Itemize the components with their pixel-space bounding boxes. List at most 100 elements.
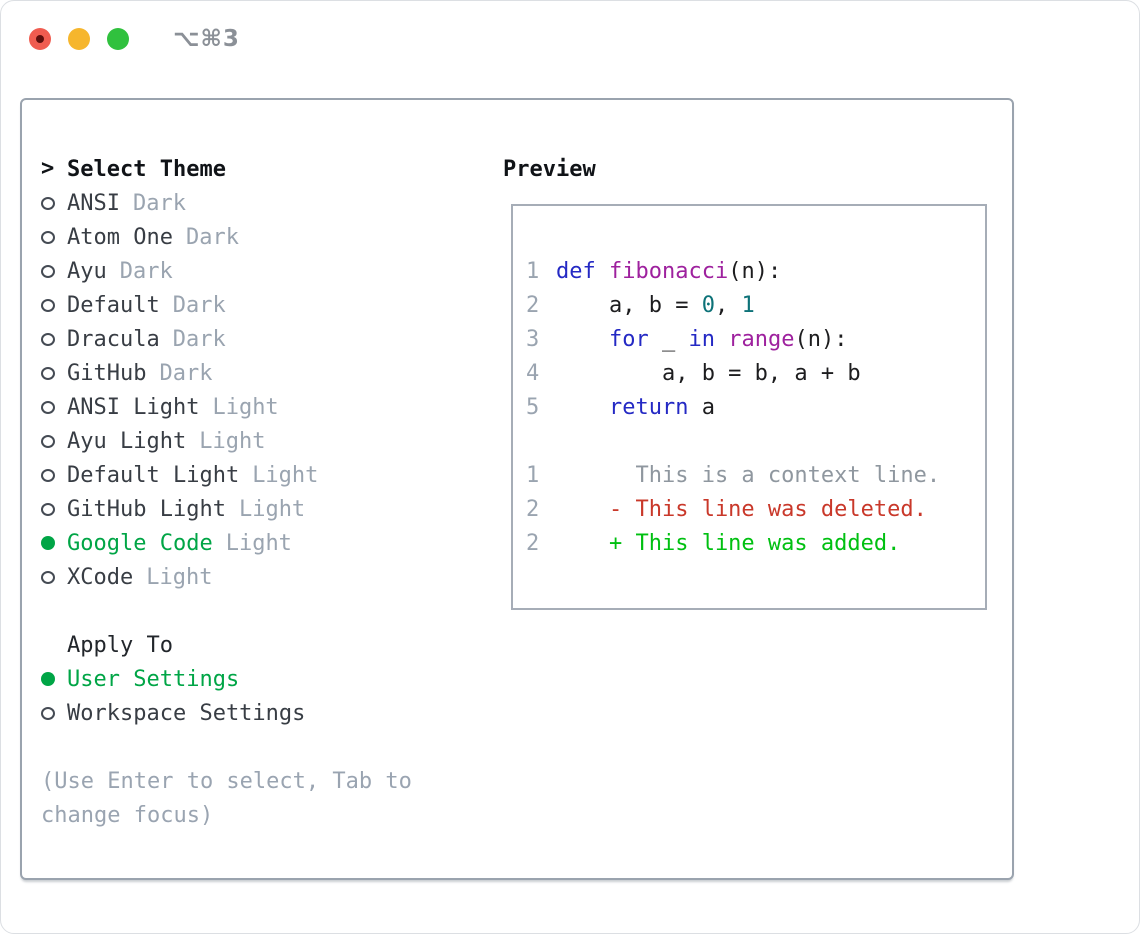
- code-text: a, b = 0, 1: [556, 293, 755, 318]
- theme-variant-label: Dark: [185, 224, 239, 250]
- diff-line-added: 2 + This line was added.: [526, 526, 985, 560]
- theme-option-ayu-light-light[interactable]: Ayu Light Light: [41, 424, 412, 458]
- radio-icon: [41, 230, 55, 244]
- theme-name-label: Default Light: [67, 462, 240, 488]
- token-plain: [556, 395, 609, 420]
- line-number: 1: [526, 462, 540, 488]
- theme-name-label: Atom One: [67, 224, 173, 250]
- theme-variant-label: Light: [225, 530, 292, 556]
- apply-to-header: Apply To: [41, 628, 412, 662]
- code-line-2: 2 a, b = 0, 1: [526, 288, 985, 322]
- token-keyword: return: [608, 394, 689, 420]
- code-text: a, b = b, a + b: [556, 361, 861, 386]
- spacer: [41, 594, 412, 628]
- minimize-button[interactable]: [68, 28, 90, 50]
- radio-icon: [41, 468, 55, 482]
- radio-icon: [41, 570, 55, 584]
- code-line-3: 3 for _ in range(n):: [526, 322, 985, 356]
- close-button[interactable]: [29, 28, 51, 50]
- theme-variant-label: Dark: [159, 360, 213, 386]
- theme-variant-label: Dark: [172, 326, 226, 352]
- apply-option-workspace-settings[interactable]: Workspace Settings: [41, 696, 412, 730]
- theme-name-label: Dracula: [67, 326, 160, 352]
- apply-to-label: Apply To: [67, 632, 173, 658]
- theme-variant-label: Light: [199, 428, 266, 454]
- token-plain: ,: [714, 292, 742, 318]
- theme-variant-label: Light: [238, 496, 306, 522]
- token-keyword: for: [608, 326, 649, 352]
- maximize-button[interactable]: [107, 28, 129, 50]
- theme-variant-label: Dark: [119, 258, 173, 284]
- radio-icon: [41, 332, 55, 346]
- unsaved-dot-icon: [36, 35, 44, 43]
- theme-option-default-light-light[interactable]: Default Light Light: [41, 458, 412, 492]
- diff-text-added: + This line was added.: [556, 530, 901, 556]
- code-line-4: 4 a, b = b, a + b: [526, 356, 985, 390]
- theme-variant-label: Light: [212, 394, 279, 420]
- token-plain: [556, 327, 609, 352]
- theme-option-atom-one-dark[interactable]: Atom One Dark: [41, 220, 412, 254]
- theme-name-label: ANSI Light: [67, 394, 200, 420]
- radio-icon: [41, 400, 55, 414]
- token-plain: [715, 327, 728, 352]
- theme-name-label: ANSI: [67, 190, 120, 216]
- theme-name-label: GitHub Light: [67, 496, 226, 522]
- preview-title: Preview: [503, 156, 596, 182]
- selection-arrow-icon: >: [41, 156, 55, 181]
- token-keyword: def: [556, 258, 596, 284]
- select-theme-label: Select Theme: [67, 156, 226, 182]
- theme-option-dracula-dark[interactable]: Dracula Dark: [41, 322, 412, 356]
- theme-option-github-dark[interactable]: GitHub Dark: [41, 356, 412, 390]
- token-plain: (n):: [728, 258, 782, 284]
- apply-option-label: Workspace Settings: [67, 700, 306, 726]
- diff-line-context: 1 This is a context line.: [526, 458, 985, 492]
- token-function: range: [728, 326, 795, 352]
- diff-line-deleted: 2 - This line was deleted.: [526, 492, 985, 526]
- theme-option-github-light-light[interactable]: GitHub Light Light: [41, 492, 412, 526]
- radio-icon: [41, 298, 55, 312]
- selected-radio-icon: [41, 536, 55, 550]
- line-number: 2: [526, 496, 540, 522]
- apply-option-label: User Settings: [67, 666, 240, 692]
- token-plain: a: [688, 394, 715, 420]
- apply-option-user-settings[interactable]: User Settings: [41, 662, 412, 696]
- window-title: ⌥⌘3: [173, 26, 240, 52]
- theme-name-label: Ayu Light: [67, 428, 187, 454]
- line-number: 2: [526, 530, 540, 556]
- theme-variant-label: Light: [252, 462, 319, 488]
- theme-option-ansi-light-light[interactable]: ANSI Light Light: [41, 390, 412, 424]
- theme-option-xcode-light[interactable]: XCode Light: [41, 560, 412, 594]
- titlebar: ⌥⌘3: [29, 26, 240, 52]
- token-plain: [596, 259, 609, 284]
- code-text: for _ in range(n):: [556, 327, 847, 352]
- blank-line: [526, 424, 985, 458]
- select-theme-header: > Select Theme: [41, 152, 412, 186]
- line-number: 5: [526, 394, 540, 420]
- radio-icon: [41, 502, 55, 516]
- theme-variant-label: Light: [146, 564, 213, 590]
- line-number: 1: [526, 258, 540, 284]
- spacer: [41, 730, 412, 764]
- theme-name-label: XCode: [67, 564, 134, 590]
- line-number: 4: [526, 360, 540, 386]
- theme-name-label: GitHub: [67, 360, 147, 386]
- code-text: return a: [556, 395, 715, 420]
- theme-name-label: Default: [67, 292, 160, 318]
- radio-icon: [41, 196, 55, 210]
- radio-icon: [41, 706, 55, 720]
- token-plain: (n):: [794, 326, 848, 352]
- line-number: 3: [526, 326, 540, 352]
- token-plain: _: [648, 326, 689, 352]
